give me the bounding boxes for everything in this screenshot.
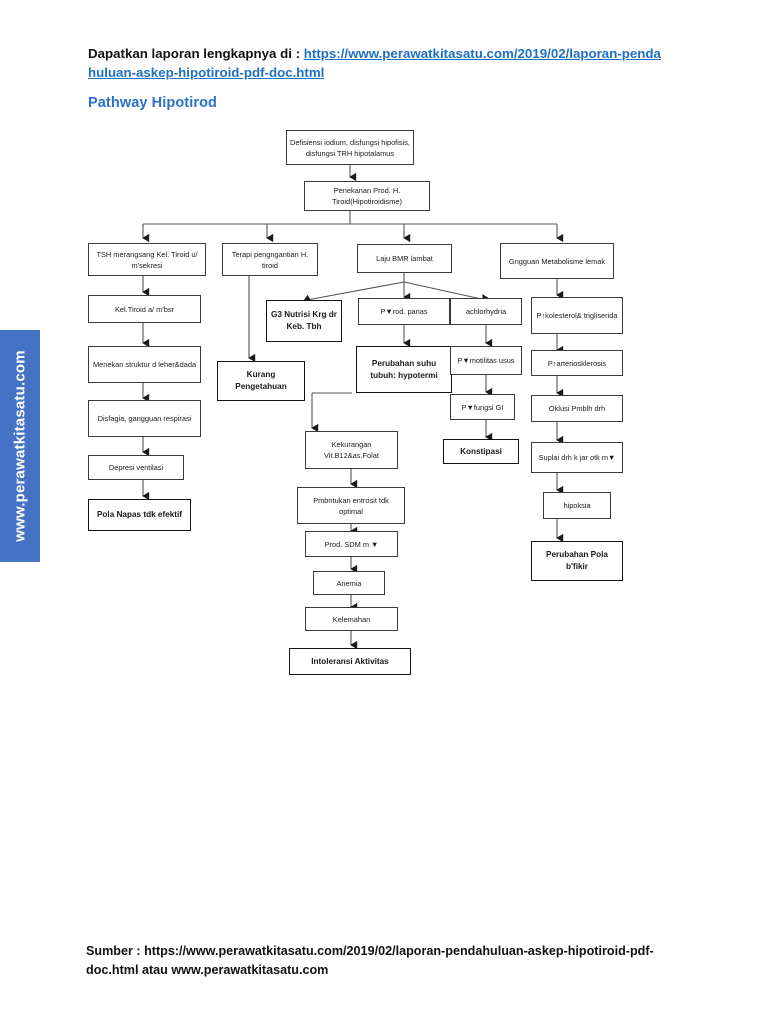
node-disfagia-gangguan-respirasi: Disfagia, gangguan respirasi bbox=[88, 400, 201, 437]
node-pembentukan-eritrosit-tdk-optimal: Pmbntukan entrosit tdk optimal bbox=[297, 487, 405, 524]
node-peningkatan-kolesterol: P↑kolesterol& trigliserida bbox=[531, 297, 623, 334]
node-kel-tiroid-membesar: Kel.Tiroid a/ m'bsr bbox=[88, 295, 201, 323]
node-prod-sdm-menurun: Prod. SDM m ▼ bbox=[305, 531, 398, 557]
node-tsh-merangsang: TSH merangsang Kel. Tiroid u/ m'sekresi bbox=[88, 243, 206, 276]
site-watermark-ribbon: www.perawatkitasatu.com bbox=[0, 330, 40, 562]
header-prefix-text: Dapatkan laporan lengkapnya di : bbox=[88, 46, 304, 61]
node-intoleransi-aktivitas: Intoleransi Aktivitas bbox=[289, 648, 411, 675]
node-anemia: Anemia bbox=[313, 571, 385, 595]
node-perubahan-suhu-hipotermi: Perubahan suhu tubuh: hypotermi bbox=[356, 346, 452, 393]
node-penurunan-prod-panas: P▼rod. panas bbox=[358, 298, 450, 325]
node-pola-napas-tdk-efektif: Pola Napas tdk efektif bbox=[88, 499, 191, 531]
node-penekanan-prod-tiroid: Penekanan Prod. H. Tiroid(Hipotiroidisme… bbox=[304, 181, 430, 211]
node-terapi-pengganti: Terapi pengngantian H. tiroid bbox=[222, 243, 318, 276]
node-depresi-ventilasi: Depresi ventilasi bbox=[88, 455, 184, 480]
node-laju-bmr-lambat: Laju BMR lambat bbox=[357, 244, 452, 273]
node-penurunan-motilitas-usus: P▼motilitas usus bbox=[450, 346, 522, 375]
node-suplai-darah-otak-menurun: Suplai drh k jar otk m▼ bbox=[531, 442, 623, 473]
node-konstipasi: Konstipasi bbox=[443, 439, 519, 464]
node-peningkatan-arteriosklerosis: P↑arteriosklerosis bbox=[531, 350, 623, 376]
node-oklusi-pembuluh-darah: Oklusi Pmblh drh bbox=[531, 395, 623, 422]
header-line: Dapatkan laporan lengkapnya di : https:/… bbox=[88, 44, 668, 82]
node-perubahan-pola-berfikir: Perubahan Pola b'fikir bbox=[531, 541, 623, 581]
node-menekan-struktur: Menekan struktur d leher&dada bbox=[88, 346, 201, 383]
node-kurang-pengetahuan: Kurang Pengetahuan bbox=[217, 361, 305, 401]
footer-source: Sumber : https://www.perawatkitasatu.com… bbox=[86, 944, 654, 977]
node-kekurangan-vitb12-folat: Kekurangan Vit.B12&as.Folat bbox=[305, 431, 398, 469]
node-penurunan-fungsi-gi: P▼fungsi GI bbox=[450, 394, 515, 420]
node-achlorhydria: achlorhydria bbox=[450, 298, 522, 325]
node-kelemahan: Kelemahan bbox=[305, 607, 398, 631]
node-g3-nutrisi-kurang: G3 Nutrisi Krg dr Keb. Tbh bbox=[266, 300, 342, 342]
node-hipoksia: hipoksia bbox=[543, 492, 611, 519]
page-title: Pathway Hipotirod bbox=[88, 95, 217, 111]
header-source-link[interactable]: https://www.perawatkitasatu.com/2019/02/… bbox=[88, 46, 661, 80]
node-gangguan-metabolisme-lemak: Gngguan Metabolisme lemak bbox=[500, 243, 614, 279]
node-defisiensi-iodium: Defisiensi iodium, disfungsi hipofisis, … bbox=[286, 130, 414, 165]
